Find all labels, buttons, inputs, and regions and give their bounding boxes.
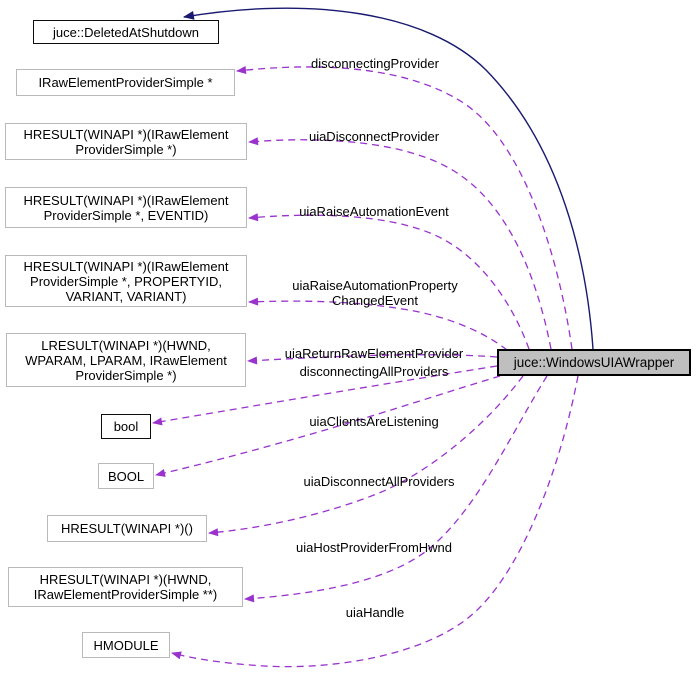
- edge-label-uia-raise-automation-event: uiaRaiseAutomationEvent: [299, 204, 449, 219]
- node-hresult-provider-propertyid: HRESULT(WINAPI *)(IRawElement ProviderSi…: [5, 255, 247, 307]
- edge-disconnecting-all-providers: [152, 365, 498, 426]
- edge-label-uia-raise-property-changed-event: uiaRaiseAutomationProperty ChangedEvent: [292, 278, 458, 308]
- node-bool[interactable]: bool: [101, 414, 151, 439]
- node-lresult-hwnd: LRESULT(WINAPI *)(HWND, WPARAM, LPARAM, …: [6, 333, 246, 387]
- edge-uia-raise-property-changed-event: [248, 297, 508, 351]
- node-iraw-provider-ptr: IRawElementProviderSimple *: [16, 69, 235, 96]
- edge-disconnecting-provider: [236, 66, 573, 350]
- edge-uia-disconnect-all-providers: [208, 375, 524, 537]
- edge-label-disconnecting-all-providers: disconnectingAllProviders: [299, 364, 449, 379]
- edge-label-uia-return-raw-element-provider: uiaReturnRawElementProvider: [284, 346, 464, 361]
- edge-label-uia-disconnect-all-providers: uiaDisconnectAllProviders: [303, 474, 455, 489]
- node-hresult-void: HRESULT(WINAPI *)(): [47, 515, 207, 542]
- edge-inheritance-deletedatshutdown: [182, 7, 594, 350]
- node-hresult-provider-eventid: HRESULT(WINAPI *)(IRawElement ProviderSi…: [5, 187, 247, 228]
- node-hmodule: HMODULE: [82, 632, 170, 658]
- node-hresult-provider: HRESULT(WINAPI *)(IRawElement ProviderSi…: [5, 123, 247, 160]
- edge-label-uia-host-provider-from-hwnd: uiaHostProviderFromHwnd: [295, 540, 453, 555]
- edge-label-uia-handle: uiaHandle: [345, 605, 405, 620]
- edge-uia-return-raw-element-provider: [247, 354, 498, 365]
- node-win-bool: BOOL: [98, 463, 154, 489]
- edge-uia-handle: [171, 375, 579, 668]
- edge-label-uia-clients-are-listening: uiaClientsAreListening: [309, 414, 439, 429]
- edge-label-uia-disconnect-provider: uiaDisconnectProvider: [308, 129, 440, 144]
- edge-uia-raise-automation-event: [248, 213, 530, 350]
- edge-uia-disconnect-provider: [248, 137, 552, 350]
- edge-label-disconnecting-provider: disconnectingProvider: [311, 56, 439, 71]
- node-hresult-hwnd-provider: HRESULT(WINAPI *)(HWND, IRawElementProvi…: [8, 567, 243, 607]
- node-deletedatshutdown[interactable]: juce::DeletedAtShutdown: [33, 20, 219, 44]
- node-windows-uia-wrapper: juce::WindowsUIAWrapper: [497, 349, 691, 376]
- edge-uia-host-provider-from-hwnd: [244, 375, 548, 603]
